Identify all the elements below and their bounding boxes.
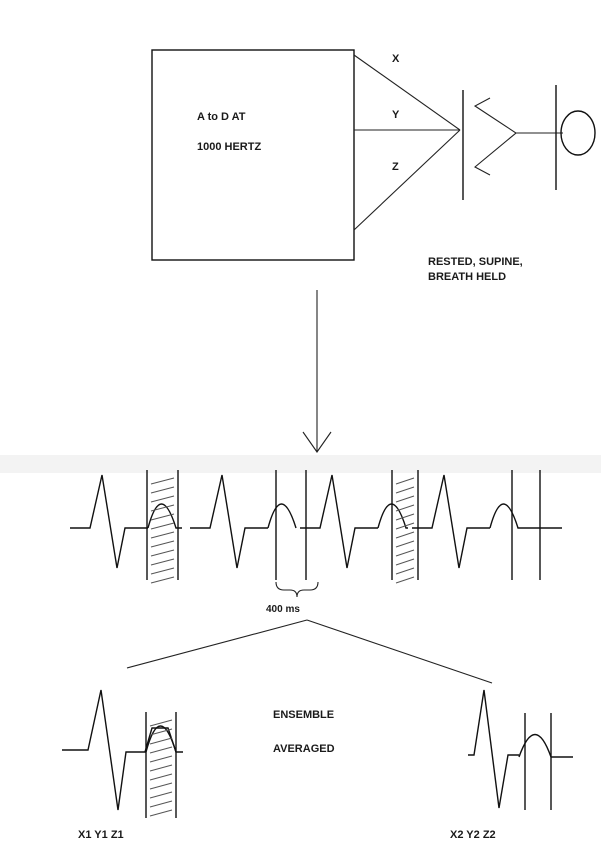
ecg-t-wave: [267, 503, 297, 529]
hatch-line: [149, 800, 173, 808]
hatch-line: [149, 809, 173, 817]
ecg-beat: [70, 474, 148, 569]
interval-bracket: [275, 581, 319, 598]
hatch-line: [149, 755, 173, 763]
hatch-line: [149, 764, 173, 772]
hatch-line: [149, 719, 173, 727]
flow-arrow-head: [302, 431, 332, 453]
hatch-line: [395, 549, 415, 557]
ecg-strip: [70, 474, 562, 569]
lead-line-z: [353, 129, 461, 231]
hatch-line: [395, 477, 415, 485]
hatch-line: [395, 495, 415, 503]
lead-line-x: [353, 54, 461, 131]
hatch-line: [150, 522, 175, 530]
converter-label-line1: A to D AT: [197, 111, 246, 123]
hatch-line: [150, 495, 175, 503]
scan-band: [0, 455, 601, 473]
patient-electrode-symbol: [462, 85, 596, 200]
hatch-line: [150, 504, 175, 512]
hatch-line: [149, 728, 173, 736]
hatch-line: [395, 522, 415, 530]
hatch-line: [395, 576, 415, 584]
hatch-line: [150, 477, 175, 485]
hatch-line: [395, 540, 415, 548]
hatch-line: [395, 558, 415, 566]
fan-line-right: [306, 619, 493, 684]
interval-label: 400 ms: [266, 604, 300, 615]
fan-line-left: [126, 619, 308, 669]
hatch-line: [150, 558, 175, 566]
hatch-line: [395, 513, 415, 521]
lead-label-z: Z: [392, 161, 399, 173]
hatch-line: [395, 504, 415, 512]
averaged-label-1: X1 Y1 Z1: [78, 829, 124, 841]
converter-label-line2: 1000 HERTZ: [197, 141, 261, 153]
hatch-line: [395, 531, 415, 539]
lead-label-x: X: [392, 53, 400, 65]
lead-label-y: Y: [392, 109, 400, 121]
hatch-line: [149, 791, 173, 799]
hatch-line: [150, 540, 175, 548]
hatch-line: [149, 737, 173, 745]
ensemble-line2: AVERAGED: [273, 743, 335, 755]
hatch-line: [149, 782, 173, 790]
ecg-t-wave: [147, 503, 182, 529]
ecg-beat: [412, 474, 490, 569]
averaged-beat-2: [468, 689, 573, 810]
hatch-line: [150, 486, 175, 494]
converter-box: [151, 49, 355, 261]
hatch-line: [149, 773, 173, 781]
hatch-line: [150, 531, 175, 539]
ensemble-line1: ENSEMBLE: [273, 709, 334, 721]
hatch-line: [395, 567, 415, 575]
condition-line1: RESTED, SUPINE,: [428, 256, 523, 268]
hatch-line: [149, 746, 173, 754]
condition-line2: BREATH HELD: [428, 271, 506, 283]
ecg-beat: [190, 474, 268, 569]
ecg-beat: [300, 474, 378, 569]
ecg-t-wave: [377, 503, 408, 529]
averaged-beat-1: [62, 689, 183, 818]
hatch-line: [150, 576, 175, 584]
t-wave-windows: [146, 470, 541, 584]
hatch-line: [150, 513, 175, 521]
hatch-line: [395, 486, 415, 494]
ecg-t-wave: [489, 503, 562, 529]
hatch-line: [150, 567, 175, 575]
hatch-line: [150, 549, 175, 557]
averaged-label-2: X2 Y2 Z2: [450, 829, 496, 841]
